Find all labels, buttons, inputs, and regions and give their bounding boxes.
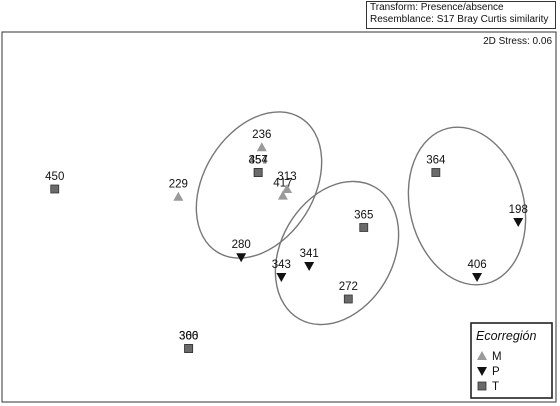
point-label-198: 198 <box>509 204 528 216</box>
transform-label: Transform: Presence/absence <box>370 2 504 13</box>
stress-label: 2D Stress: 0.06 <box>483 36 552 47</box>
point-label-272: 272 <box>339 281 358 293</box>
legend-label-T: T <box>492 381 499 393</box>
cluster-ellipse-1 <box>195 111 323 259</box>
cluster-ellipse-2 <box>274 180 400 326</box>
legend-label-P: P <box>492 366 500 378</box>
legend: Ecorregión MPT <box>470 322 553 399</box>
point-label-236: 236 <box>252 129 271 141</box>
point-label-280: 280 <box>232 239 251 251</box>
point-marker-198 <box>513 218 524 227</box>
point-label-457: 457 <box>249 155 268 167</box>
resemblance-label: Resemblance: S17 Bray Curtis similarity <box>370 14 549 25</box>
point-label-341: 341 <box>300 248 319 260</box>
point-marker-343 <box>276 273 287 282</box>
point-label-300: 300 <box>179 331 198 343</box>
point-marker-366 <box>184 344 194 353</box>
point-marker-313 <box>282 184 293 193</box>
point-marker-280 <box>236 253 247 263</box>
point-marker-354 <box>253 168 263 177</box>
plot-frame <box>1 31 557 403</box>
point-marker-450 <box>50 184 60 194</box>
point-marker-417 <box>277 190 288 200</box>
point-label-366: 366 <box>179 331 198 343</box>
legend-marker-P <box>477 367 487 376</box>
info-box: Transform: Presence/absence Resemblance:… <box>366 1 556 29</box>
cluster-ellipse-3 <box>407 126 527 286</box>
point-marker-365 <box>359 223 369 232</box>
legend-marker-M <box>477 351 487 360</box>
point-marker-341 <box>304 262 315 271</box>
point-label-406: 406 <box>467 259 486 271</box>
point-marker-364 <box>431 168 441 177</box>
point-marker-229 <box>173 191 184 201</box>
point-label-364: 364 <box>426 155 446 167</box>
point-label-343: 343 <box>272 259 291 271</box>
point-label-313: 313 <box>277 171 296 183</box>
point-label-417: 417 <box>273 178 292 190</box>
legend-title: Ecorregión <box>476 329 536 343</box>
legend-label-M: M <box>492 351 502 363</box>
legend-marker-T <box>477 381 487 391</box>
point-marker-272 <box>343 294 353 304</box>
point-label-450: 450 <box>45 171 64 183</box>
point-marker-236 <box>256 142 267 152</box>
point-label-354: 354 <box>249 155 269 167</box>
point-label-365: 365 <box>354 210 373 222</box>
point-marker-406 <box>472 273 483 282</box>
point-label-229: 229 <box>169 179 188 191</box>
